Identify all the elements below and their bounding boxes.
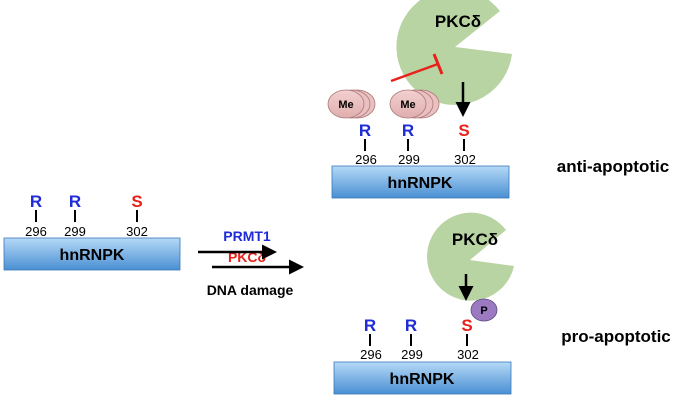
residue-left-r296: R [30, 192, 42, 211]
residue-bottom-r296: R [364, 316, 376, 335]
outcome-pro-apoptotic: pro-apoptotic [561, 327, 671, 346]
protein-label-bottom-right: hnRNPK [390, 371, 455, 388]
protein-bar-left [3, 237, 181, 271]
residue-number-top-302: 302 [454, 152, 476, 167]
methyl-label-1: Me [338, 99, 353, 111]
residue-number-top-296: 296 [355, 152, 377, 167]
label-dna-damage: DNA damage [207, 282, 294, 298]
protein-bar-top-right [331, 165, 510, 199]
methyl-label-2: Me [400, 99, 415, 111]
label-prmt1: PRMT1 [223, 228, 271, 244]
residue-number-left-302: 302 [126, 224, 148, 239]
bottom-right-group: PKCδ P R 296 R 299 S 302 hnRNPK pro-apop… [333, 212, 671, 395]
phospho-label: P [480, 305, 487, 317]
left-protein-group: R 296 R 299 S 302 hnRNPK [3, 192, 181, 271]
residue-number-bottom-296: 296 [360, 347, 382, 362]
pkcd-kinase-shape-bottom [427, 212, 514, 301]
top-right-group: PKCδ Me Me R 296 R 299 S 302 hnRNPK anti… [327, 0, 669, 199]
inhibit-line [390, 62, 439, 83]
residue-number-bottom-299: 299 [401, 347, 423, 362]
inhibit-bar [432, 53, 444, 75]
residue-top-r299: R [402, 121, 414, 140]
residue-top-r296: R [359, 121, 371, 140]
residue-bottom-s302: S [461, 316, 472, 335]
phospho-mark [470, 298, 498, 322]
residue-bottom-r299: R [405, 316, 417, 335]
residue-number-left-299: 299 [64, 224, 86, 239]
residue-left-r299: R [69, 192, 81, 211]
protein-label-top-right: hnRNPK [388, 175, 453, 192]
residue-number-left-296: 296 [25, 224, 47, 239]
pkcd-label-top: PKCδ [435, 12, 481, 31]
residue-number-top-299: 299 [398, 152, 420, 167]
residue-left-s302: S [131, 192, 142, 211]
methyl-mark-1 [327, 89, 365, 119]
residue-number-bottom-302: 302 [457, 347, 479, 362]
pkcd-kinase-shape-top [396, 0, 512, 105]
outcome-anti-apoptotic: anti-apoptotic [557, 157, 669, 176]
pkcd-label-bottom: PKCδ [452, 230, 498, 249]
protein-bar-bottom-right [333, 361, 512, 395]
methyl-mark-2 [389, 89, 427, 119]
protein-label-left: hnRNPK [60, 247, 125, 264]
transition-group: PRMT1 PKCδ DNA damage [198, 228, 304, 298]
residue-top-s302: S [458, 121, 469, 140]
